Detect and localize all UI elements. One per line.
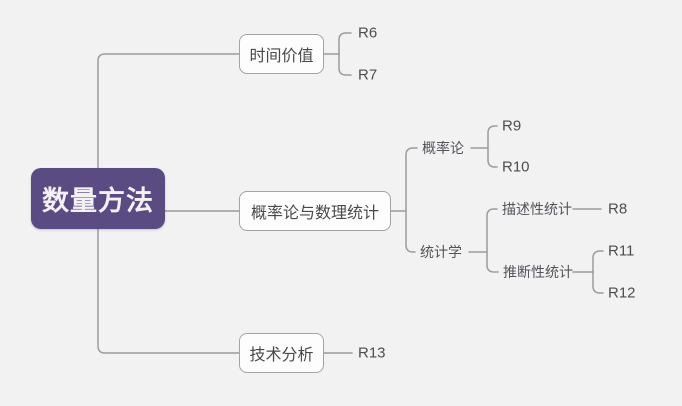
node-time-value[interactable]: 时间价值	[239, 34, 324, 74]
connector-time-value-r7	[338, 53, 352, 76]
node-inferential-stat[interactable]: 推断性统计	[503, 264, 573, 280]
node-r12[interactable]: R12	[608, 284, 636, 302]
connector-root-time-value	[97, 53, 240, 169]
connector-prob-stat-statistics	[405, 210, 416, 253]
node-root[interactable]: 数量方法	[31, 168, 165, 229]
node-descriptive-stat[interactable]: 描述性统计	[502, 201, 572, 217]
connector-probability-r9	[487, 125, 498, 149]
connector-statistics-descriptive	[486, 208, 498, 253]
connector-statistics-inferential	[486, 251, 499, 273]
connector-probability-r10	[487, 147, 498, 168]
node-statistics[interactable]: 统计学	[420, 244, 462, 260]
node-r11[interactable]: R11	[608, 242, 635, 260]
connector-inferential-r11	[592, 250, 604, 273]
node-tech-analysis[interactable]: 技术分析	[239, 333, 324, 373]
node-r8[interactable]: R8	[608, 200, 628, 218]
node-probability[interactable]: 概率论	[422, 140, 464, 156]
node-r7[interactable]: R7	[358, 66, 378, 84]
connector-prob-stat-probability	[405, 147, 418, 212]
node-r10[interactable]: R10	[502, 158, 530, 176]
node-r9[interactable]: R9	[502, 117, 522, 135]
connector-root-tech-analysis	[97, 228, 240, 354]
connector-inferential-r12	[592, 271, 604, 294]
node-r13[interactable]: R13	[358, 344, 386, 362]
connector-time-value-r6	[338, 32, 352, 55]
node-r6[interactable]: R6	[358, 24, 378, 42]
node-prob-math-stat[interactable]: 概率论与数理统计	[239, 191, 391, 231]
